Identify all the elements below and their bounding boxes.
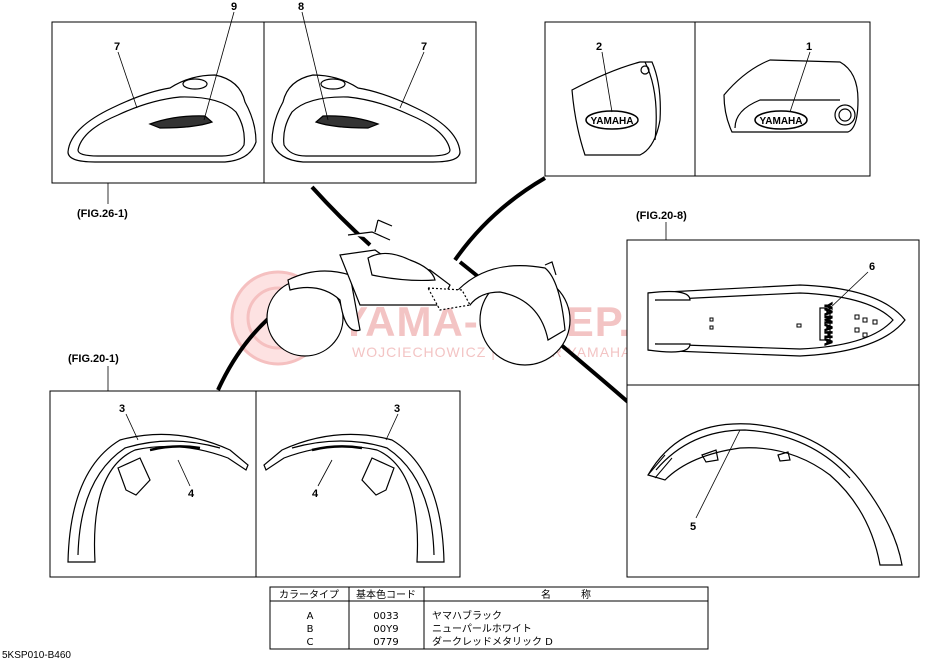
callout-4-left: 4 [188,488,195,500]
callout-3-right: 3 [394,403,400,415]
callout-5: 5 [690,521,696,533]
table-cell-name: ダークレッドメタリック D [432,635,553,648]
callout-7-left: 7 [114,41,120,53]
fig-ref-rear-fender: (FIG.20-8) [636,210,687,222]
panel-rear-fender: YAMAHA 6 5 (FIG.20-8) [626,210,920,578]
panel-front-fender: 3 4 3 4 (FIG.20-1) [49,353,461,578]
callout-2: 2 [596,41,602,53]
fuel-tank-left [67,74,257,163]
table-cell-type: B [307,624,314,635]
document-code: 5KSP010-B460 [2,650,71,661]
yamaha-emblem-left: YAMAHA [585,110,639,130]
table-cell-code: 0779 [373,637,398,648]
table-cell-code: 0033 [373,611,398,622]
emblem-text-right: YAMAHA [760,116,803,127]
callout-8: 8 [298,1,304,13]
side-cover-right [723,59,859,133]
front-fender-left [67,433,249,563]
rear-fender-top-view: YAMAHA [647,284,906,357]
table-cell-type: A [307,611,314,622]
color-table: カラータイプ 基本色コード 名 称 A 0033 ヤマハブラック B 00Y9 … [269,586,709,650]
fig-ref-tank: (FIG.26-1) [77,208,128,220]
callout-7-right: 7 [421,41,427,53]
emblem-text-rear: YAMAHA [822,303,833,346]
side-cover-left [571,61,661,156]
callout-9: 9 [231,1,237,13]
table-header-name: 名 称 [541,588,591,601]
callout-4-right: 4 [312,488,319,500]
table-cell-code: 00Y9 [373,624,398,635]
motorcycle-illustration [266,219,571,366]
callout-6: 6 [869,261,875,273]
panel-fuel-tank: 7 9 8 7 (FIG.26-1) [51,1,477,220]
front-fender-right [263,433,445,563]
fuel-tank-right [271,74,461,163]
table-cell-name: ニューパールホワイト [432,623,532,635]
callout-1: 1 [806,41,812,53]
callout-3-left: 3 [119,403,125,415]
rear-fender-side-view [647,423,903,566]
table-header-color-type: カラータイプ [279,589,339,601]
table-cell-type: C [307,637,314,648]
yamaha-emblem-right: YAMAHA [754,110,808,130]
emblem-text-left: YAMAHA [591,116,634,127]
table-cell-name: ヤマハブラック [432,609,502,622]
fig-ref-front-fender: (FIG.20-1) [68,353,119,365]
table-header-color-code: 基本色コード [356,588,416,601]
panel-side-covers: YAMAHA YAMAHA 2 1 [544,21,871,177]
